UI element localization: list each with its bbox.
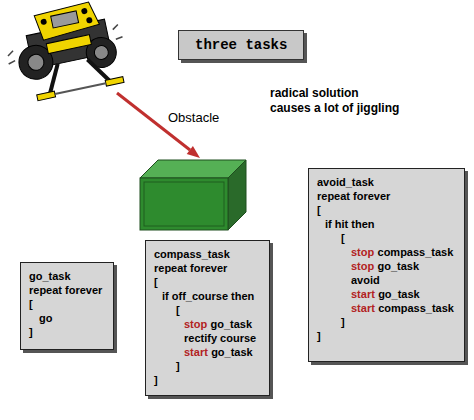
robot-bumper-bar <box>55 83 106 94</box>
code-line: [ <box>317 203 454 217</box>
code-text: if hit then <box>325 218 375 230</box>
robot-brick <box>34 1 100 41</box>
robot-bumper <box>105 77 124 87</box>
code-text: ] <box>341 316 345 328</box>
robot-beam <box>46 35 91 54</box>
jiggle-mark <box>116 37 123 39</box>
code-line: [ <box>154 275 259 289</box>
code-text: [ <box>29 298 33 310</box>
code-line: ] <box>29 325 103 339</box>
title-box: three tasks <box>178 30 304 60</box>
code-text: ] <box>317 330 321 342</box>
robot-bumper <box>37 91 56 101</box>
jiggle-mark <box>7 51 14 56</box>
code-line: if hit then <box>317 217 454 231</box>
code-keyword: start <box>351 302 375 314</box>
code-line: startgo_task <box>317 287 454 301</box>
code-box: go_taskrepeat forever [ go] <box>20 262 114 350</box>
code-line: startcompass_task <box>317 301 454 315</box>
code-line: ] <box>154 373 259 387</box>
title: three tasks <box>195 37 287 53</box>
code-text: [ <box>176 304 180 316</box>
code-text: ] <box>176 360 180 372</box>
code-text: go_task <box>211 318 253 330</box>
code-text: go <box>39 312 52 324</box>
robot-button <box>86 17 93 24</box>
code-line: rectify course <box>154 331 259 345</box>
robot-illustration <box>0 0 132 105</box>
code-line: startgo_task <box>154 345 259 359</box>
code-box: avoid_taskrepeat forever[if hit then[sto… <box>308 168 465 362</box>
robot-display <box>51 11 79 28</box>
code-text: repeat forever <box>154 262 227 274</box>
code-line: stop compass_task <box>317 245 454 259</box>
code-line: ] <box>154 359 259 373</box>
code-text: [ <box>154 276 158 288</box>
code-keyword: stop <box>184 318 207 330</box>
code-line: go_task <box>29 269 103 283</box>
code-text: compass_task <box>378 246 454 258</box>
code-text: compass_task <box>154 248 230 260</box>
jiggle-mark <box>8 61 15 64</box>
code-text: go_task <box>211 346 253 358</box>
block-inner-edge <box>144 182 224 226</box>
code-text: if off_course then <box>162 290 254 302</box>
code-line: compass_task <box>154 247 259 261</box>
code-text: compass_task <box>378 302 454 314</box>
block-front <box>140 178 228 230</box>
jiggle-mark <box>112 24 119 29</box>
code-line: avoid_task <box>317 175 454 189</box>
robot-hub <box>93 44 110 61</box>
code-text: ] <box>29 326 33 338</box>
code-box: compass_taskrepeat forever [ if off_course… <box>145 240 270 396</box>
code-line: if off_course then <box>154 289 259 303</box>
code-line: go <box>29 311 103 325</box>
robot-button <box>81 8 88 15</box>
code-line: repeat forever <box>317 189 454 203</box>
code-text: go_task <box>378 288 420 300</box>
code-text: rectify course <box>184 332 256 344</box>
code-line: stop go_task <box>317 259 454 273</box>
obstacle-block <box>140 160 246 230</box>
arrow-head <box>187 146 200 158</box>
code-text: ] <box>154 374 158 386</box>
code-line: repeat forever <box>29 283 103 297</box>
code-text: avoid_task <box>317 176 374 188</box>
code-keyword: stop <box>351 260 374 272</box>
block-side <box>228 160 246 230</box>
code-text: repeat forever <box>317 190 390 202</box>
code-text: avoid <box>351 274 380 286</box>
robot-hub <box>26 53 45 72</box>
code-keyword: start <box>184 346 208 358</box>
code-line: [ <box>154 303 259 317</box>
code-line: ] <box>317 329 454 343</box>
code-line: ] <box>317 315 454 329</box>
code-text: go_task <box>378 260 420 272</box>
code-text: [ <box>317 204 321 216</box>
code-text: [ <box>341 232 345 244</box>
code-keyword: start <box>351 288 375 300</box>
robot-button <box>40 18 47 25</box>
note-text: radical solution causes a lot of jigglin… <box>270 86 402 116</box>
code-line: avoid <box>317 273 454 287</box>
code-text: go_task <box>29 270 71 282</box>
code-line: [ <box>29 297 103 311</box>
code-keyword: stop <box>351 246 374 258</box>
code-line: repeat forever <box>154 261 259 275</box>
code-line: stop go_task <box>154 317 259 331</box>
code-text: repeat forever <box>29 284 102 296</box>
code-line: [ <box>317 231 454 245</box>
obstacle-label: Obstacle <box>168 110 219 126</box>
